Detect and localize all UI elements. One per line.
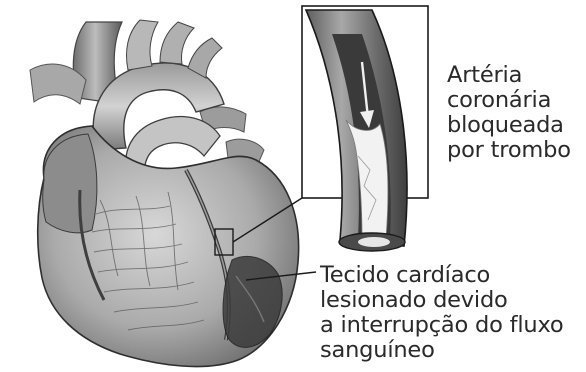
- artery-caption-line-2: coronária: [447, 88, 571, 113]
- artery-blocked-caption: Artéria coronária bloqueada por trombo: [447, 63, 571, 163]
- damaged-tissue-caption: Tecido cardíaco lesionado devido a inter…: [320, 263, 563, 363]
- artery-caption-line-4: por trombo: [447, 138, 571, 163]
- magnified-artery-panel: [302, 6, 428, 251]
- tissue-caption-line-3: a interrupção do fluxo: [320, 313, 563, 338]
- aortic-branch-2: [160, 22, 194, 64]
- tissue-caption-line-4: sanguíneo: [320, 338, 563, 363]
- aortic-branch-1: [127, 20, 159, 70]
- artery-caption-line-1: Artéria: [447, 63, 571, 88]
- artery-cut-lumen: [358, 237, 390, 247]
- heart-drawing: [30, 20, 299, 367]
- artery-caption-line-3: bloqueada: [447, 113, 571, 138]
- tissue-caption-line-1: Tecido cardíaco: [320, 263, 563, 288]
- tissue-caption-line-2: lesionado devido: [320, 288, 563, 313]
- damaged-tissue-region: [223, 256, 282, 347]
